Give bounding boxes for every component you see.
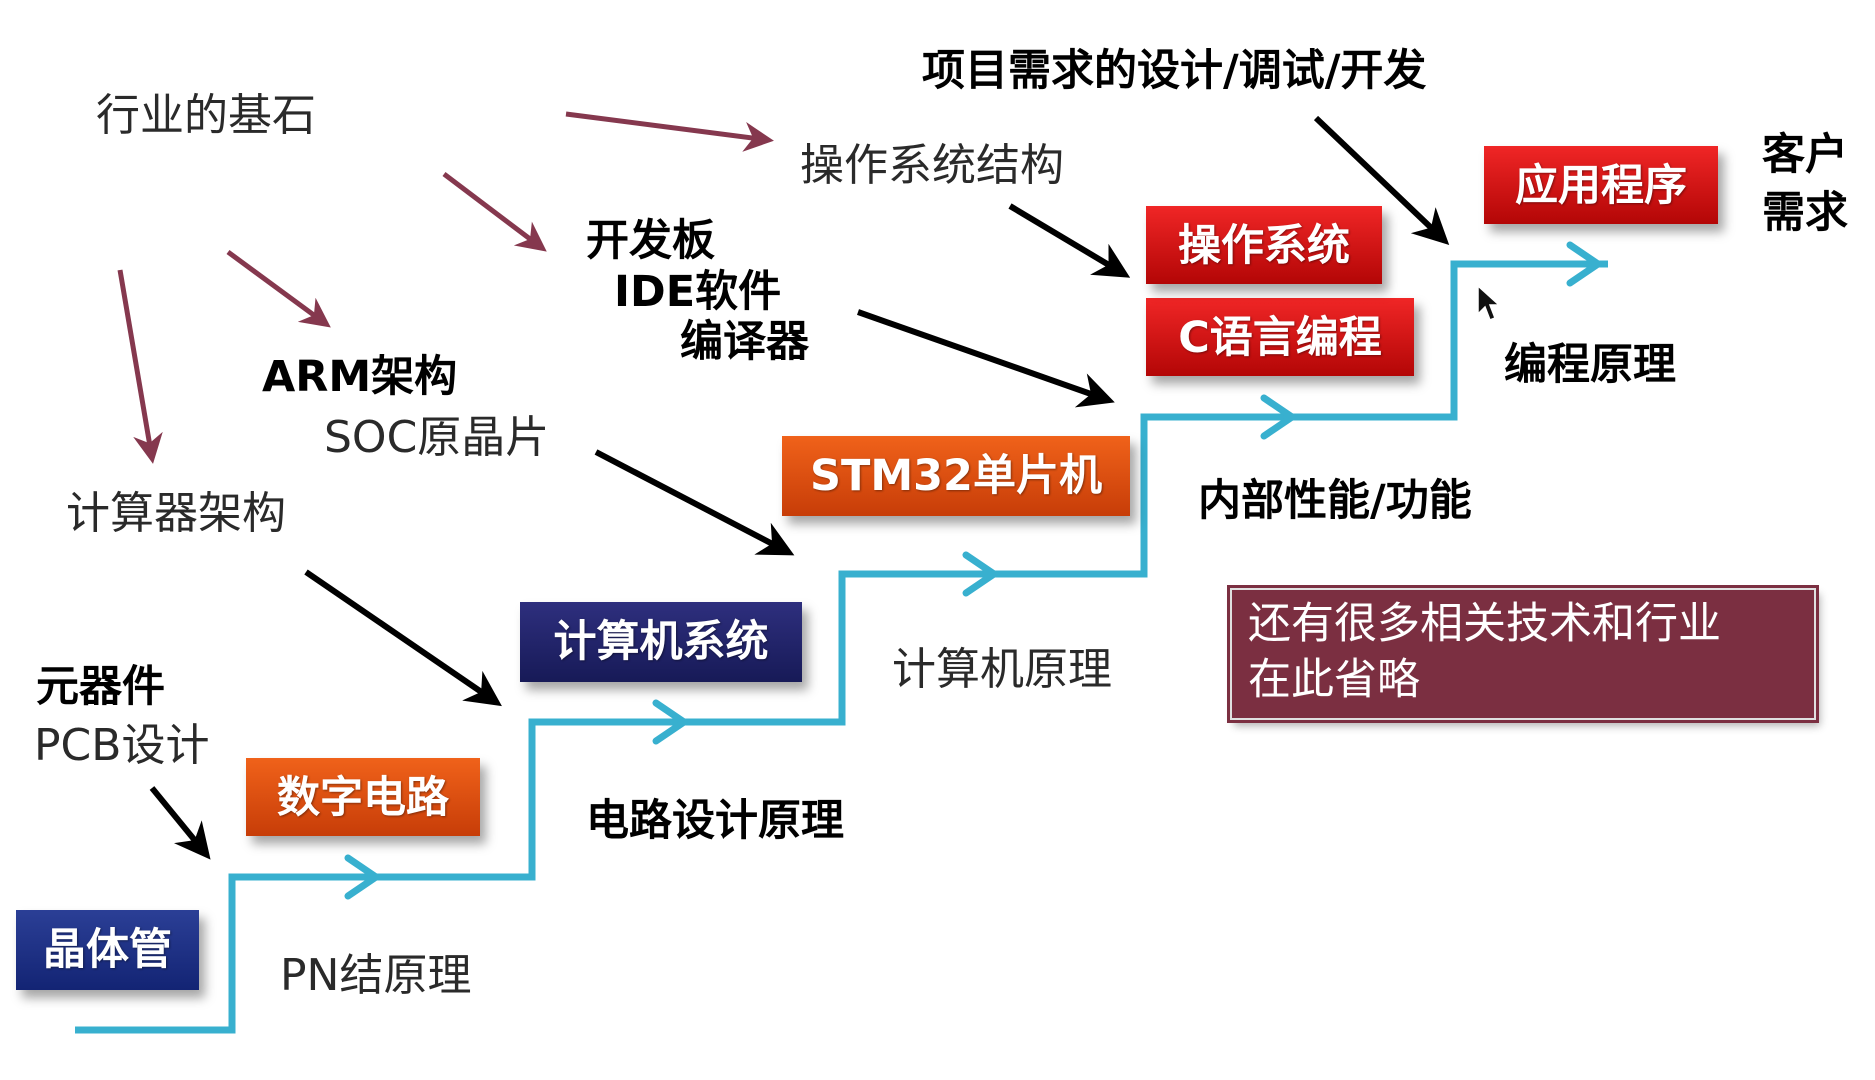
label-customer-demand: 客户 需求 <box>1762 126 1848 242</box>
maroon-arrows <box>117 111 774 464</box>
label-programming-principle: 编程原理 <box>1504 340 1676 390</box>
label-project-design: 项目需求的设计/调试/开发 <box>922 46 1427 96</box>
arrow-soc-to-stm32 <box>594 449 795 556</box>
label-ide-software: IDE软件 <box>614 266 782 317</box>
label-demand: 需求 <box>1762 188 1848 238</box>
arrow-foundation-to-dev-board <box>442 172 547 252</box>
label-compiler: 编译器 <box>680 317 809 368</box>
staircase-line <box>75 260 1608 1034</box>
arrow-foundation-to-computer-arch <box>117 269 163 464</box>
arrow-components-to-transistor <box>149 786 211 860</box>
staircase-arrowheads <box>344 241 1605 900</box>
label-arm-architecture: ARM架构 <box>262 352 458 402</box>
arrow-dev-board-to-c <box>857 309 1115 408</box>
label-components: 元器件 <box>36 662 165 712</box>
arrow-arch-to-computer-system <box>304 569 502 707</box>
label-pn-principle: PN结原理 <box>280 950 472 1001</box>
label-dev-board-group: 开发板 IDE软件 编译器 <box>584 216 824 368</box>
label-computer-architecture: 计算器架构 <box>66 488 286 539</box>
box-transistor: 晶体管 <box>16 910 199 990</box>
mouse-cursor-icon <box>1477 284 1500 321</box>
label-internal-performance: 内部性能/功能 <box>1198 476 1472 526</box>
label-customer: 客户 <box>1762 130 1848 180</box>
box-c-programming: C语言编程 <box>1146 298 1414 376</box>
label-soc-die: SOC原晶片 <box>324 412 550 463</box>
note-box: 还有很多相关技术和行业 在此省略 <box>1227 585 1819 723</box>
arrow-foundation-to-arm <box>226 249 331 328</box>
arrow-foundation-to-os-structure <box>565 111 774 152</box>
label-computer-principle: 计算机原理 <box>892 644 1112 695</box>
label-industry-foundation: 行业的基石 <box>96 90 316 141</box>
box-operating-system: 操作系统 <box>1146 206 1382 284</box>
note-line-2: 在此省略 <box>1248 655 1420 705</box>
label-circuit-principle: 电路设计原理 <box>586 796 844 846</box>
arrow-project-to-application <box>1313 115 1450 245</box>
label-os-structure: 操作系统结构 <box>800 140 1064 191</box>
box-application: 应用程序 <box>1484 146 1718 224</box>
box-digital-circuit: 数字电路 <box>246 758 480 836</box>
label-pcb-design: PCB设计 <box>34 720 210 771</box>
black-arrows <box>149 115 1450 860</box>
box-computer-system: 计算机系统 <box>520 602 802 682</box>
label-dev-board: 开发板 <box>586 216 715 266</box>
note-line-1: 还有很多相关技术和行业 <box>1248 599 1721 649</box>
box-stm32: STM32单片机 <box>782 436 1130 516</box>
arrow-os-structure-to-os <box>1008 203 1131 278</box>
